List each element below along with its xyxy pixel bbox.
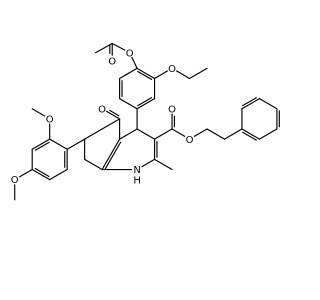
o-methoxy-lower-label: O [11,175,19,186]
o_ester_alkyl-label-bg [184,133,195,144]
single-bond-line [188,67,208,80]
double-bond-line [137,97,153,107]
single-bond-line [49,168,68,181]
n-amine-label: N [133,165,140,176]
o-acetyl-carbonyl-label: O [108,57,116,68]
single-bond-line [95,42,113,54]
double-bond-line [109,109,120,117]
bond-layer [14,42,280,201]
single-bond-line [153,158,173,171]
single-bond-line [119,98,138,110]
double-bond-line [31,168,51,181]
o-ester-carbonyl-label: O [168,104,176,115]
o-ester-alkyl-label: O [186,135,194,146]
single-bond-line [223,128,243,140]
o_ethoxy-label-bg [167,62,178,73]
single-bond-line [18,168,33,178]
single-bond-line [84,158,103,171]
o_acetyl_ester-label-bg [124,47,135,58]
n_amine-label-bg [132,164,143,175]
double-bond-line [34,141,50,151]
double-bond-line [242,131,257,141]
single-bond-line [84,128,103,140]
single-bond-line [66,138,86,150]
single-bond-line [206,128,226,140]
o-ethoxy-label: O [168,64,176,75]
o_methoxy_lower-label-bg [9,174,20,185]
double-bond-line [106,110,121,120]
single-bond-line [175,70,191,80]
single-bond-line [258,128,278,140]
double-bond-line [242,97,257,107]
o_acetyl_carbonyl-label-bg [107,55,118,66]
single-bond-line [119,128,138,140]
single-bond-line [111,42,126,51]
double-bond-line [136,98,156,110]
single-bond-line [101,118,121,130]
o_methoxy_upper-label-bg [44,113,55,124]
single-bond-line [49,138,68,150]
single-bond-line [136,128,156,140]
single-bond-line [171,128,186,138]
single-bond-line [153,70,169,80]
double-bond-line [34,167,50,178]
single-bond-line [141,158,156,168]
double-bond-line [241,98,261,110]
o-methoxy-upper-label: O [46,115,54,126]
double-bond-line [241,128,261,140]
o-acetyl-ester-label: O [126,48,134,59]
single-bond-line [258,98,278,110]
double-bond-line [31,138,51,150]
double-bond-line [101,138,121,171]
double-bond-line [137,70,153,80]
double-bond-line [104,141,122,170]
single-bond-line [193,128,208,138]
o_ester_carbonyl-label-bg [167,103,178,114]
double-bond-line [136,67,156,80]
single-bond-line [31,108,46,117]
single-bond-line [131,56,138,69]
single-bond-line [153,128,173,140]
o-ketone-label: O [98,104,106,115]
o_ketone-label-bg [97,103,108,114]
single-bond-line [119,67,138,80]
h-amine-label: H [133,176,141,187]
